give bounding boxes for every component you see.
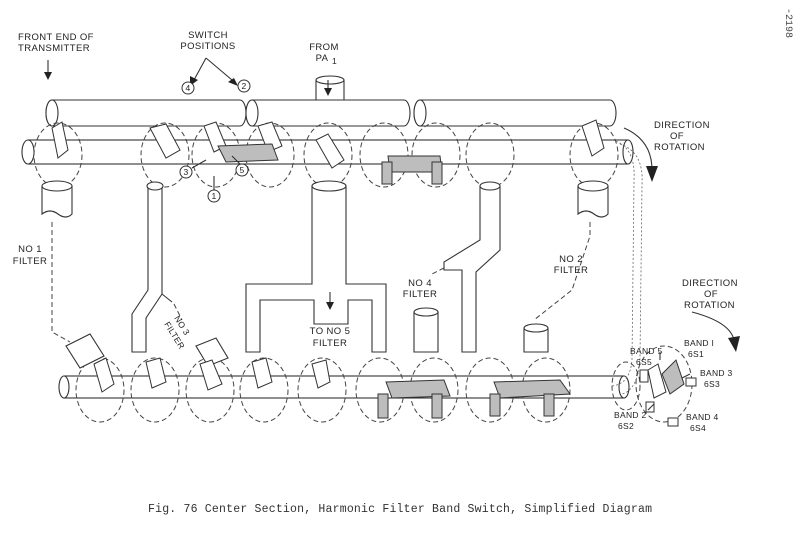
- position-2: 2: [241, 81, 246, 91]
- band2-label: BAND 2: [614, 410, 647, 420]
- from-pa-label-1: FROM: [309, 42, 339, 53]
- band5-label: BAND 5: [630, 346, 663, 356]
- band4-label: BAND 4: [686, 412, 719, 422]
- direction-top-3: ROTATION: [654, 142, 705, 153]
- band2-wafer: 6S2: [618, 421, 634, 431]
- rotation-arrows: [623, 127, 740, 352]
- position-4: 4: [185, 83, 190, 93]
- front-end-label-2: TRANSMITTER: [18, 43, 90, 54]
- direction-top-1: DIRECTION: [654, 120, 710, 131]
- band4-wafer: 6S4: [690, 423, 706, 433]
- to-no5-label-1: TO NO 5: [310, 326, 351, 337]
- from-pa-label-2: PA: [316, 53, 329, 64]
- top-shorting-bars: [217, 143, 443, 185]
- band1-wafer: 6S1: [688, 349, 704, 359]
- from-pa-subscript: 1: [332, 56, 337, 66]
- no1-filter-label-1: NO 1: [18, 244, 42, 255]
- chain-drive: [611, 139, 643, 411]
- front-end-label-1: FRONT END OF: [18, 32, 94, 43]
- band3-wafer: 6S3: [704, 379, 720, 389]
- switch-positions-label-2: POSITIONS: [180, 41, 235, 52]
- position-markers: 4 2 3 5 1: [179, 79, 251, 203]
- position-5: 5: [239, 165, 244, 175]
- band3-label: BAND 3: [700, 368, 733, 378]
- direction-bottom-3: ROTATION: [684, 300, 735, 311]
- to-no5-label-2: FILTER: [313, 338, 347, 349]
- bottom-shorting-bars: [377, 379, 571, 419]
- signal-arrows: [44, 57, 334, 310]
- top-filter-stubs: [41, 180, 609, 218]
- direction-bottom-1: DIRECTION: [682, 278, 738, 289]
- band5-wafer: 6S5: [636, 357, 652, 367]
- filter-connections: [51, 222, 591, 343]
- band1-label: BAND I: [684, 338, 714, 348]
- position-1: 1: [211, 191, 216, 201]
- no2-filter-label-1: NO 2: [559, 254, 583, 265]
- page-number: -2198: [782, 8, 793, 38]
- figure-caption: Fig. 76 Center Section, Harmonic Filter …: [148, 503, 652, 516]
- bottom-contact-blades: [65, 333, 331, 393]
- no1-filter-label-2: FILTER: [13, 256, 47, 267]
- top-upper-pipes: [45, 99, 617, 127]
- direction-top-2: OF: [670, 131, 684, 142]
- band-switch-wafer: [635, 345, 697, 427]
- labels: FRONT END OF TRANSMITTER SWITCH POSITION…: [13, 30, 738, 433]
- no2-filter-label-2: FILTER: [554, 265, 588, 276]
- no4-filter-label-1: NO 4: [408, 278, 432, 289]
- position-3: 3: [183, 167, 188, 177]
- switch-positions-label-1: SWITCH: [188, 30, 228, 41]
- bottom-shaft: [58, 375, 630, 399]
- filter-columns: [131, 180, 549, 353]
- top-contact-blades: [51, 119, 605, 169]
- no4-filter-label-2: FILTER: [403, 289, 437, 300]
- direction-bottom-2: OF: [704, 289, 718, 300]
